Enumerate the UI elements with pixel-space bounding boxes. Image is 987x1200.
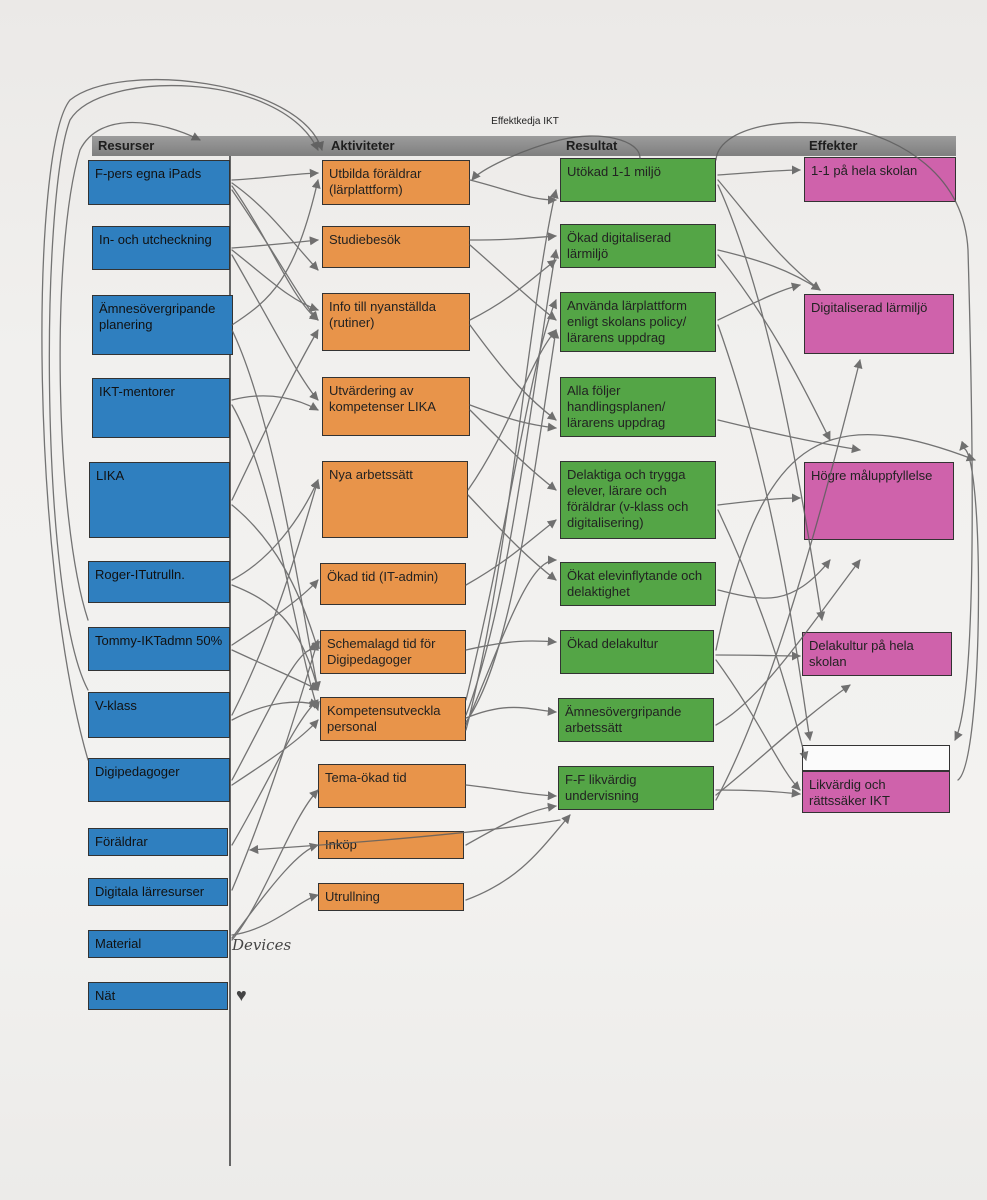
resource-box: Ämnesövergripande planering xyxy=(92,295,233,355)
result-box: Ökad delakultur xyxy=(560,630,714,674)
heart-icon: ♥ xyxy=(236,985,247,1005)
resource-box: Nät xyxy=(88,982,228,1010)
header-aktiviteter: Aktiviteter xyxy=(331,138,395,153)
resource-box: LIKA xyxy=(89,462,230,538)
column-header-bar xyxy=(92,136,956,156)
activity-box: Ökad tid (IT-admin) xyxy=(320,563,466,605)
resource-box: V-klass xyxy=(88,692,230,738)
activity-box: Utvärdering av kompetenser LIKA xyxy=(322,377,470,436)
header-resultat: Resultat xyxy=(566,138,618,153)
activity-box: Schemalagd tid för Digipedagoger xyxy=(320,630,466,674)
result-box: Ökat elevinflytande och delaktighet xyxy=(560,562,716,606)
result-box: Ökad digitaliserad lärmiljö xyxy=(560,224,716,268)
activity-box: Kompetensutveckla personal xyxy=(320,697,466,741)
effect-box: Högre måluppfyllelse xyxy=(804,462,954,540)
resource-box: In- och utcheckning xyxy=(92,226,230,270)
result-box: Utökad 1-1 miljö xyxy=(560,158,716,202)
effect-box: Likvärdig och rättssäker IKT xyxy=(802,771,950,813)
result-box: Ämnesövergripande arbetssätt xyxy=(558,698,714,742)
result-box: F-F likvärdig undervisning xyxy=(558,766,714,810)
resource-box: F-pers egna iPads xyxy=(88,160,230,205)
header-effekter: Effekter xyxy=(809,138,858,153)
resource-divider-line xyxy=(229,156,231,1166)
resource-box: Material xyxy=(88,930,228,958)
devices-annotation: Devices xyxy=(232,936,292,954)
activity-box: Utbilda föräldrar (lärplattform) xyxy=(322,160,470,205)
resource-box: Föräldrar xyxy=(88,828,228,856)
result-box: Delaktiga och trygga elever, lärare och … xyxy=(560,461,716,539)
effect-box: Digitaliserad lärmiljö xyxy=(804,294,954,354)
activity-box: Tema-ökad tid xyxy=(318,764,466,808)
header-resurser: Resurser xyxy=(98,138,155,153)
empty-effect-box xyxy=(802,745,950,771)
resource-box: IKT-mentorer xyxy=(92,378,230,438)
activity-box: Nya arbetssätt xyxy=(322,461,468,538)
effect-box: Delakultur på hela skolan xyxy=(802,632,952,676)
activity-box: Info till nyanställda (rutiner) xyxy=(322,293,470,351)
resource-box: Tommy-IKTadmn 50% xyxy=(88,627,230,671)
activity-box: Utrullning xyxy=(318,883,464,911)
resource-box: Roger-ITutrulln. xyxy=(88,561,230,603)
activity-box: Studiebesök xyxy=(322,226,470,268)
result-box: Använda lärplattform enligt skolans poli… xyxy=(560,292,716,352)
effect-box: 1-1 på hela skolan xyxy=(804,157,956,202)
activity-box: Inköp xyxy=(318,831,464,859)
resource-box: Digitala lärresurser xyxy=(88,878,228,906)
page-title: Effektkedja IKT xyxy=(491,116,559,127)
resource-box: Digipedagoger xyxy=(88,758,230,802)
result-box: Alla följer handlingsplanen/ lärarens up… xyxy=(560,377,716,437)
